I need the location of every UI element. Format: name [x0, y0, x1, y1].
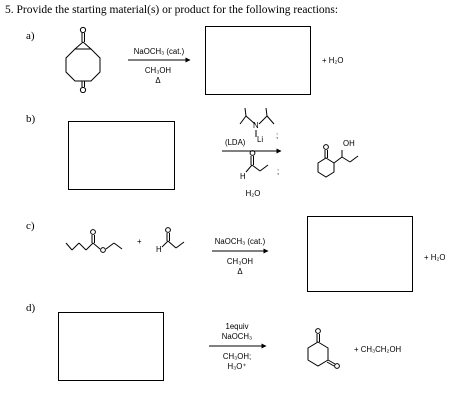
- part-c-propanal: [161, 227, 185, 249]
- oxygen-atom-icon: [315, 328, 321, 334]
- part-b-lda-structure: [239, 107, 275, 137]
- part-d-product-dione: [307, 328, 340, 369]
- part-d-byproduct: + CH₃CH₂OH: [354, 345, 402, 354]
- oxygen-atom-icon: [79, 86, 87, 94]
- part-c-ester: [65, 229, 123, 253]
- part-b-propanal: [245, 150, 269, 173]
- oxygen-atom-icon: [249, 150, 256, 156]
- part-b-aldol-product: [317, 144, 359, 178]
- part-b-separator-1: ;: [276, 131, 279, 140]
- part-a-reagent-above: NaOCH₃ (cat.): [133, 47, 185, 56]
- part-d-reagent-below-1: CH₃OH;: [222, 352, 252, 361]
- part-a-label: a): [26, 30, 35, 42]
- part-b-separator-2: ;: [277, 167, 280, 176]
- part-b-lda-li: Li: [257, 135, 264, 144]
- part-b-answer-box[interactable]: [68, 121, 175, 190]
- question-title: 5. Provide the starting material(s) or p…: [5, 4, 339, 16]
- part-d-label: d): [26, 302, 36, 314]
- part-b-aldehyde-h: H: [240, 172, 246, 181]
- part-a-byproduct: + H₂O: [322, 56, 344, 65]
- part-a-starting-diketone: [65, 26, 101, 94]
- part-c-reagent-below-1: CH₃OH: [226, 257, 254, 266]
- part-c-aldehyde-h: H: [156, 245, 162, 254]
- oxygen-atom-icon: [90, 229, 96, 235]
- part-c-reagent-above: NaOCH₃ (cat.): [214, 237, 266, 246]
- part-b-label: b): [26, 113, 36, 125]
- oxygen-atom-icon: [165, 227, 171, 233]
- oxygen-atom-icon: [100, 247, 106, 253]
- part-d-reagent-above-1: 1equiv: [225, 322, 249, 331]
- part-b-product-oh: OH: [343, 139, 355, 148]
- part-c-plus: +: [137, 237, 142, 246]
- oxygen-atom-icon: [323, 144, 329, 150]
- part-c-label: c): [26, 220, 35, 232]
- part-d-reagent-above-2: NaOCH₃: [221, 332, 253, 341]
- part-b-reagent-above: (LDA): [225, 138, 246, 147]
- part-d-reagent-below-2: H₃O⁺: [227, 362, 247, 371]
- part-a-reagent-below-2: Δ: [155, 76, 161, 85]
- part-c-answer-box[interactable]: [307, 216, 413, 292]
- part-a-answer-box[interactable]: [205, 26, 311, 95]
- part-c-reagent-below-2: Δ: [237, 267, 243, 276]
- oxygen-atom-icon: [334, 363, 340, 369]
- part-b-reagent-below: H₂O: [245, 189, 261, 198]
- part-c-byproduct: + H₂O: [424, 253, 446, 262]
- oxygen-atom-icon: [79, 26, 87, 34]
- part-b-lda-n: N: [253, 121, 259, 130]
- part-a-reagent-below-1: CH₃OH: [144, 66, 172, 75]
- part-d-answer-box[interactable]: [58, 312, 164, 381]
